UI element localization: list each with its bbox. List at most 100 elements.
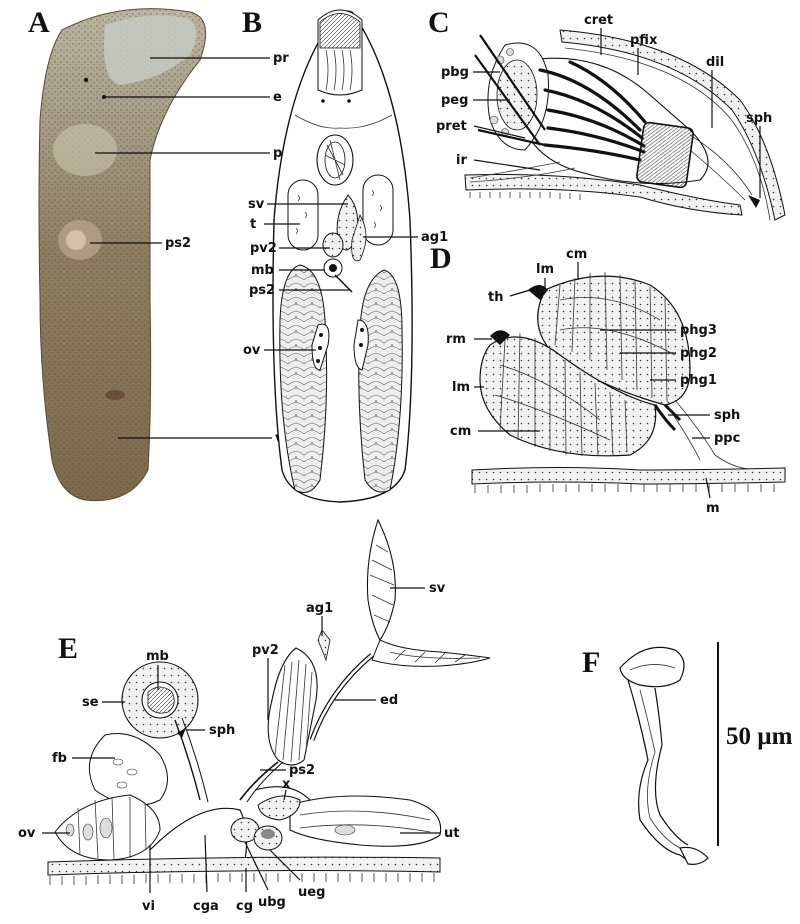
ovary-vitellaria-right — [358, 269, 403, 493]
svg-text:cm: cm — [450, 424, 471, 439]
body-wall-c — [559, 29, 786, 221]
eye-left — [83, 77, 89, 83]
male-duct-e — [174, 719, 201, 801]
svg-text:pret: pret — [436, 119, 467, 134]
callout-sv-e: sv — [390, 581, 446, 596]
callout-phg2: phg2 — [620, 346, 717, 361]
svg-text:sv: sv — [429, 581, 446, 596]
callout-x: x — [282, 777, 291, 801]
callout-pr: pr — [150, 51, 289, 66]
svg-text:lm: lm — [536, 262, 554, 277]
svg-text:phg1: phg1 — [680, 373, 717, 388]
callout-rm: rm — [446, 332, 492, 347]
panel-d: D lm cm th rm l — [430, 242, 786, 516]
callout-mb-b: mb — [251, 263, 325, 278]
callout-t: t — [250, 217, 300, 232]
callout-lm-top: lm — [536, 262, 554, 290]
svg-text:ag1: ag1 — [306, 601, 333, 616]
seminal-vesicle — [336, 194, 359, 251]
callout-dil: dil — [706, 55, 724, 128]
svg-text:ubg: ubg — [258, 895, 286, 910]
panel-d-letter: D — [430, 242, 452, 275]
callout-sv-b: sv — [248, 197, 348, 212]
ventral-epidermis-c — [464, 173, 743, 216]
svg-text:se: se — [82, 695, 99, 710]
svg-text:vi: vi — [142, 899, 155, 914]
callout-cga: cga — [193, 834, 219, 914]
ventral-epidermis-d — [471, 467, 786, 485]
callout-ps2-e: ps2 — [260, 763, 315, 778]
testis-right — [362, 174, 394, 246]
svg-text:ir: ir — [456, 153, 467, 168]
callout-ps2: ps2 — [90, 236, 191, 251]
callout-pv2-e: pv2 — [252, 643, 279, 720]
stylet-region-c — [636, 121, 694, 189]
callout-mb-e: mb — [146, 649, 169, 690]
ag1-gland — [317, 629, 331, 662]
callout-pbg: pbg — [441, 65, 500, 80]
callout-fb: fb — [52, 751, 115, 766]
callout-pfix: pfix — [630, 33, 658, 75]
callout-pv2-b: pv2 — [250, 241, 330, 256]
svg-text:sph: sph — [746, 111, 772, 126]
callout-ubg: ubg — [244, 841, 286, 910]
svg-text:ppc: ppc — [714, 431, 740, 446]
panel-f: F 50 µm — [582, 642, 793, 865]
testis-left — [287, 179, 319, 251]
callout-cm-top: cm — [566, 247, 587, 280]
callout-phg1: phg1 — [650, 373, 717, 388]
pharynx-photo — [53, 124, 117, 176]
svg-text:peg: peg — [441, 93, 468, 108]
callout-ov-b: ov — [243, 343, 316, 358]
svg-text:t: t — [250, 217, 256, 232]
svg-text:lm: lm — [452, 380, 470, 395]
callout-m: m — [705, 477, 720, 516]
callout-pret: pret — [436, 119, 526, 139]
callout-ed: ed — [335, 693, 398, 708]
prostate-vesicle — [322, 232, 344, 258]
svg-text:m: m — [706, 501, 720, 516]
uterus-e — [289, 795, 442, 847]
panel-c: C cret pfix — [428, 6, 786, 221]
structure-x — [257, 795, 301, 821]
svg-text:cm: cm — [566, 247, 587, 262]
svg-text:x: x — [282, 777, 291, 792]
svg-text:ov: ov — [18, 826, 36, 841]
svg-text:ps2: ps2 — [249, 283, 275, 298]
callout-peg: peg — [441, 93, 510, 108]
svg-text:rm: rm — [446, 332, 466, 347]
panel-c-letter: C — [428, 6, 450, 39]
panel-a: A pr e ph ps2 vi — [28, 6, 292, 502]
svg-text:e: e — [273, 90, 282, 105]
panel-a-letter: A — [28, 6, 50, 39]
scale-label: 50 µm — [726, 723, 793, 750]
callout-cm-left: cm — [450, 424, 540, 439]
svg-text:ps2: ps2 — [289, 763, 315, 778]
svg-text:dil: dil — [706, 55, 724, 70]
svg-text:cga: cga — [193, 899, 219, 914]
penis-stylet-e — [239, 761, 279, 801]
svg-text:ov: ov — [243, 343, 261, 358]
callout-ps2-b: ps2 — [249, 283, 350, 298]
svg-text:sph: sph — [714, 408, 740, 423]
stylet-drawing — [619, 646, 709, 865]
svg-text:fb: fb — [52, 751, 67, 766]
callout-ag1-e: ag1 — [306, 601, 333, 636]
svg-text:mb: mb — [146, 649, 169, 664]
ventral-epidermis-e — [47, 856, 441, 876]
proboscis-region — [104, 15, 197, 85]
svg-text:cret: cret — [584, 13, 613, 28]
callout-ag1-b: ag1 — [363, 230, 448, 245]
callout-vi-e: vi — [142, 845, 155, 914]
retractor-muscles — [538, 60, 647, 162]
svg-text:ueg: ueg — [298, 885, 325, 900]
svg-text:ut: ut — [444, 826, 459, 841]
svg-text:pr: pr — [273, 51, 289, 66]
callout-phg3: phg3 — [600, 323, 717, 338]
svg-text:ed: ed — [380, 693, 398, 708]
svg-text:phg2: phg2 — [680, 346, 717, 361]
callout-ir: ir — [456, 153, 541, 171]
svg-text:ag1: ag1 — [421, 230, 448, 245]
callout-cret: cret — [584, 13, 613, 55]
